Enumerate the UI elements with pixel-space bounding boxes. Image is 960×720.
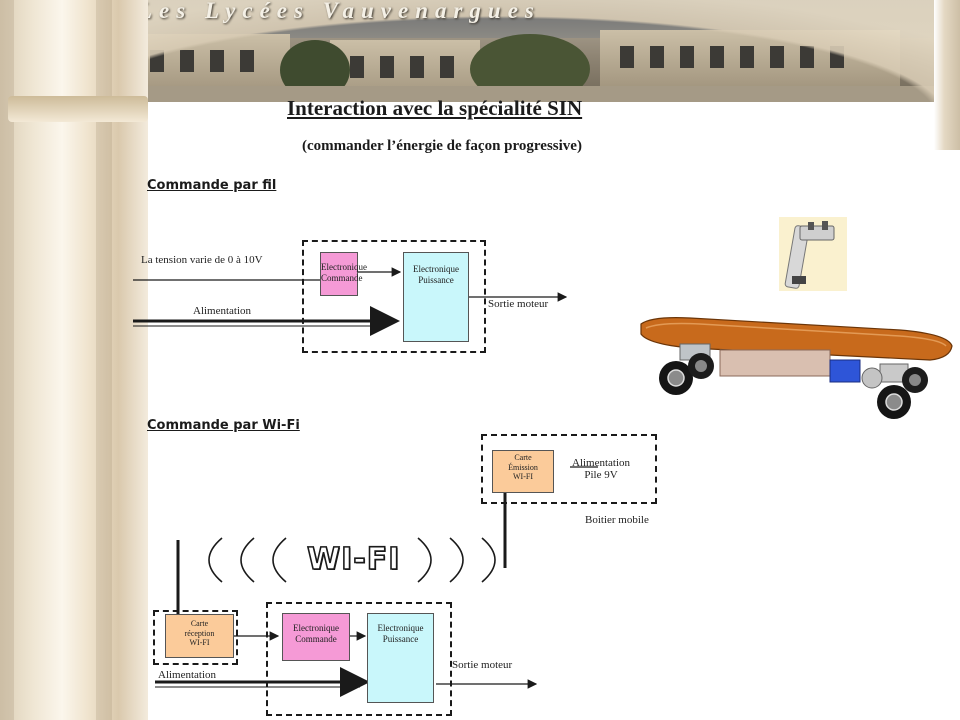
mobile-label: Boitier mobile xyxy=(585,514,649,526)
signal-label: La tension varie de 0 à 10V xyxy=(141,254,263,266)
power-label: Alimentation xyxy=(193,305,251,317)
output-label: Sortie moteur xyxy=(488,298,548,310)
power-label-wifi: Alimentation xyxy=(158,669,216,681)
section-heading-wifi: Commande par Wi-Fi xyxy=(147,418,300,433)
remote-control-image xyxy=(779,217,847,291)
section-heading-wired: Commande par fil xyxy=(147,178,276,193)
wifi-word: WI-FI xyxy=(307,542,400,577)
skateboard-image xyxy=(641,318,952,419)
output-label-wifi: Sortie moteur xyxy=(452,659,512,671)
